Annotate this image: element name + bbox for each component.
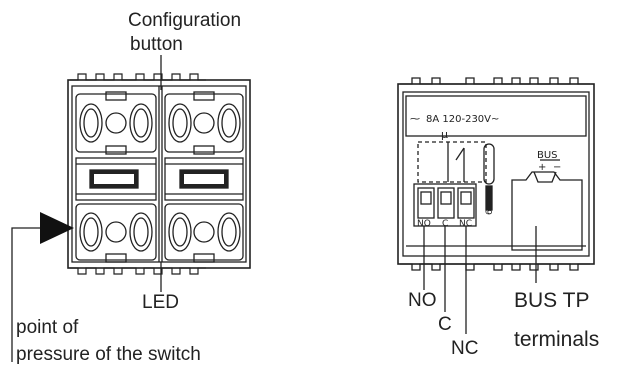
key-bottom-left [75,203,157,263]
config-label-line2: button [130,34,183,55]
pressure-label-line2: pressure of the switch [16,344,201,365]
bus-tp-label-line2: terminals [514,328,599,351]
relay-symbol: μ [441,128,448,141]
bus-marking: BUS [537,150,558,161]
pressure-indicator [11,212,74,362]
no-label: NO [408,290,437,311]
wave-marking-icon: ⁓ [410,114,420,125]
bus-tp-label-line1: BUS TP [514,289,589,312]
config-label-line1: Configuration [128,10,241,31]
pressure-leader-line [11,227,40,362]
c-label: C [438,314,452,335]
bus-plus-marking: + [538,162,546,173]
front-view-device [67,73,251,275]
nc-label: NC [451,338,478,359]
middle-band [75,157,244,201]
key-top-left [75,91,157,155]
rear-view-device [397,77,595,271]
led-label: LED [142,292,179,313]
strip-length-marking: 6 mm [485,189,495,215]
terminal-no-marking: NO [417,219,431,229]
pressure-label-line1: point of [16,317,79,338]
rating-marking: 8A 120-230V~ [426,114,499,125]
key-top-right [164,91,244,155]
bus-minus-marking: − [553,162,561,173]
pressure-arrow-icon [40,212,74,244]
terminal-c-marking: C [442,219,448,229]
key-bottom-right [164,203,244,263]
terminal-nc-marking: NC [459,219,472,229]
rear-leader-lines [423,226,537,334]
